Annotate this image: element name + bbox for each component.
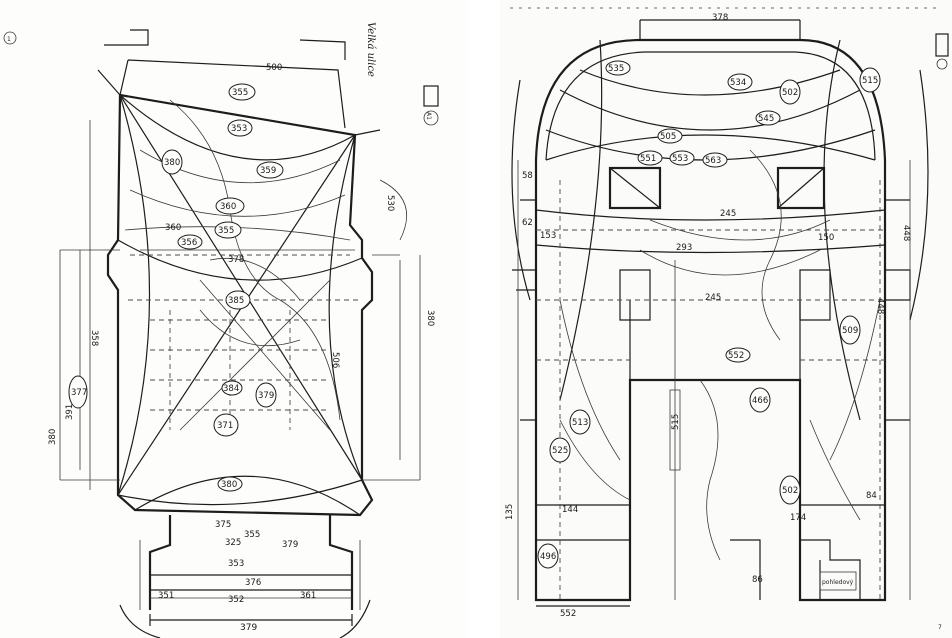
dimension-label: 380 — [48, 429, 58, 445]
dimension-label: 245 — [720, 209, 736, 219]
ellipse-label: 353 — [231, 124, 247, 134]
right-ellipse-labels: 534 505 553 563 545 551 502 535 552 513 … — [537, 60, 881, 569]
dimension-label: 144 — [562, 505, 578, 515]
dimension-label: 353 — [228, 559, 244, 569]
dimension-label: 361 — [300, 591, 316, 601]
ellipse-label: 513 — [572, 418, 588, 428]
right-measurement-lines — [511, 39, 929, 600]
dimension-label: 448 — [901, 225, 911, 241]
ellipse-label: 380 — [164, 158, 180, 168]
left-ellipse-labels: 355 353 380 359 360 355 356 385 384 379 … — [68, 83, 284, 492]
dimension-label: 293 — [676, 243, 692, 253]
ellipse-label: 355 — [218, 226, 234, 236]
dimension-label: 500 — [266, 63, 282, 73]
bottom-dimension-label: 552 — [560, 609, 576, 619]
ellipse-label: 509 — [842, 326, 858, 336]
street-name-label: Velká ulice — [365, 22, 376, 77]
ellipse-label: 502 — [782, 486, 798, 496]
ellipse-label: 384 — [223, 384, 239, 394]
stamp-text: pohledový — [822, 579, 854, 586]
ellipse-label: 515 — [862, 76, 878, 86]
ellipse-label: 466 — [752, 396, 768, 406]
dimension-label: 352 — [228, 595, 244, 605]
dimension-label: 245 — [705, 293, 721, 303]
dimension-label: 380 — [425, 310, 435, 326]
dimension-label: 376 — [245, 578, 261, 588]
long-dimension-label: 515 — [671, 414, 681, 430]
ellipse-label: 379 — [258, 391, 274, 401]
right-sheet-number: 7 — [938, 624, 942, 631]
ellipse-label: 356 — [181, 238, 197, 248]
vault-outline — [512, 19, 911, 602]
dimension-label: 86 — [752, 575, 763, 585]
dimension-label: 358 — [89, 330, 99, 346]
ellipse-label: 385 — [228, 296, 244, 306]
ellipse-label: 360 — [220, 202, 236, 212]
dimension-label: 391 — [65, 404, 75, 420]
dimension-label: 360 — [165, 223, 181, 233]
dimension-label: 378 — [712, 13, 728, 23]
dimension-label: 378 — [228, 255, 244, 265]
dimension-label: 135 — [505, 504, 515, 520]
stamp-label: A1 — [425, 112, 432, 120]
ellipse-label: 359 — [260, 166, 276, 176]
dimension-label: 506 — [330, 352, 340, 368]
dimension-label: 379 — [282, 540, 298, 550]
right-sketch-sheet: 7 534 505 5 — [500, 0, 952, 638]
ellipse-label: 371 — [217, 421, 233, 431]
sheet-gap — [468, 0, 500, 638]
dimension-label: 530 — [385, 195, 395, 211]
ellipse-label: 355 — [232, 88, 248, 98]
dimension-label: 355 — [244, 530, 260, 540]
dimension-label: 153 — [540, 231, 556, 241]
ellipse-label: 377 — [71, 388, 87, 398]
right-dimension-labels: 448 448 378 245 293 245 153 150 144 62 5… — [505, 13, 911, 585]
ellipse-label: 505 — [660, 132, 676, 142]
ellipse-label: 502 — [782, 88, 798, 98]
bottom-dimension-label: 379 — [240, 623, 257, 633]
dimension-label: 174 — [790, 513, 806, 523]
dimension-label: 150 — [818, 233, 834, 243]
ellipse-label: 525 — [552, 446, 568, 456]
ellipse-label: 534 — [730, 78, 746, 88]
dimension-label: 325 — [225, 538, 241, 548]
ellipse-label: 496 — [540, 552, 556, 562]
ellipse-label: 545 — [758, 114, 774, 124]
dimension-label: 351 — [158, 591, 174, 601]
ellipse-label: 552 — [728, 351, 744, 361]
ellipse-label: 551 — [640, 154, 656, 164]
left-sheet-number: 1 — [7, 36, 11, 43]
dimension-label: 375 — [215, 520, 231, 530]
right-section-drawing: 7 534 505 5 — [505, 7, 949, 631]
left-floor-plan-drawing: 1 Velká ulice A1 355 3 — [3, 22, 439, 638]
left-sketch-sheet: 1 Velká ulice A1 355 3 — [0, 0, 468, 638]
dimension-label: 448 — [875, 298, 885, 314]
dimension-label: 58 — [522, 171, 533, 181]
ellipse-label: 535 — [608, 64, 624, 74]
ellipse-label: 380 — [221, 480, 237, 490]
room-outline — [97, 29, 381, 638]
dimension-label: 62 — [522, 218, 533, 228]
measurement-lines — [59, 94, 421, 610]
ellipse-label: 553 — [672, 154, 688, 164]
left-dimension-labels: 378 375 391 380 380 353 358 355 379 352 … — [48, 63, 435, 605]
ellipse-label: 563 — [705, 156, 721, 166]
dimension-label: 84 — [866, 491, 877, 501]
